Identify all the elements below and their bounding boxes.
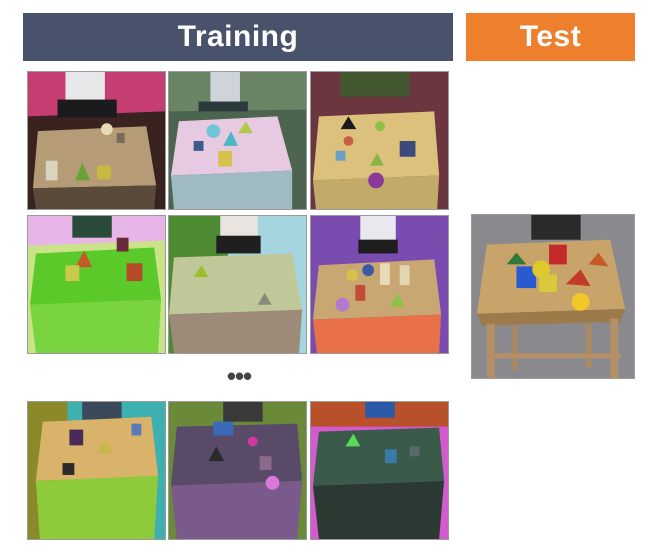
- test-image: [471, 214, 635, 379]
- training-image-5: [168, 215, 307, 354]
- training-image-4: [27, 215, 166, 354]
- more-examples-ellipsis: •••: [226, 361, 252, 391]
- test-header: Test: [466, 13, 635, 61]
- training-image-3: [310, 71, 449, 210]
- training-header: Training: [23, 13, 453, 61]
- training-image-8: [168, 401, 307, 540]
- training-image-9: [310, 401, 449, 540]
- training-image-7: [27, 401, 166, 540]
- training-image-2: [168, 71, 307, 210]
- training-image-1: [27, 71, 166, 210]
- training-image-6: [310, 215, 449, 354]
